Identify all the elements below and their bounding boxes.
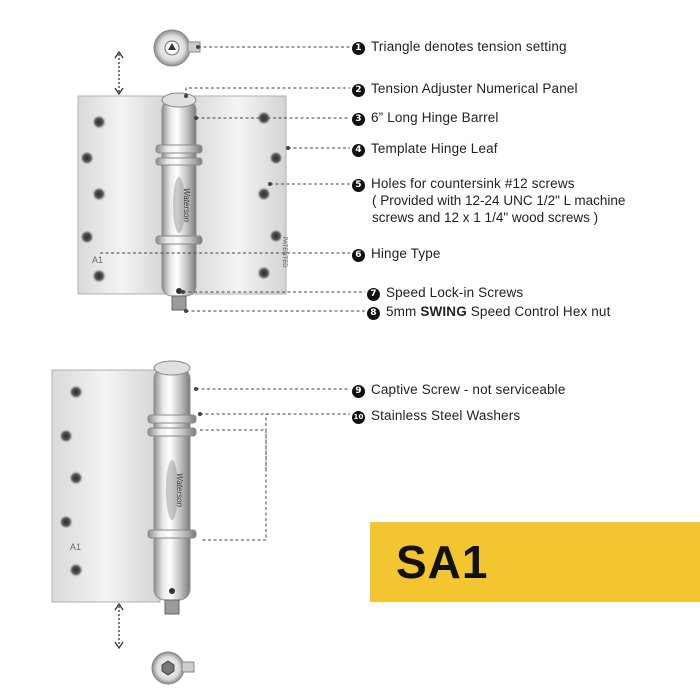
bottom-brand-oval [166,460,178,520]
leader-lines [100,46,365,541]
bottom-washer-1 [147,414,197,424]
callout-text-pre: 5mm [386,304,421,319]
callout-badge: 8 [367,307,380,320]
callout-text: Stainless Steel Washers [371,408,521,423]
double-arrow-icon [114,602,124,650]
top-washer-1 [155,144,203,154]
callout-text: Tension Adjuster Numerical Panel [371,81,578,96]
callout-text-bold: SWING [420,304,467,319]
bottom-hex-nut [164,599,180,615]
double-arrow-icon [114,50,124,96]
callout-text: Triangle denotes tension setting [371,39,567,54]
top-brand-oval [173,177,185,233]
bottom-hinge [51,360,197,615]
bottom-leaf [51,369,161,603]
callout-text: Template Hinge Leaf [371,141,498,156]
callout-4: 4 Template Hinge Leaf [352,140,498,157]
callout-text: 6” Long Hinge Barrel [371,110,499,125]
top-lockin-screw [176,288,182,294]
bottom-leaf-code: A1 [70,542,81,552]
callout-badge: 7 [367,288,380,301]
top-washer-2 [155,157,203,166]
callout-text: Holes for countersink #12 screws [371,176,575,191]
callout-text-post: Speed Control Hex nut [466,304,611,319]
top-template-leaf [189,95,287,295]
top-hinge [77,92,287,311]
callout-10: 10 Stainless Steel Washers [352,407,520,424]
model-label: SA1 [396,536,489,588]
top-leaf-code: A1 [92,255,103,265]
callout-badge: 10 [352,411,365,424]
bottom-washer-2 [147,427,197,437]
callout-9: 9 Captive Screw - not serviceable [352,381,565,398]
callout-text: Captive Screw - not serviceable [371,382,566,397]
callout-text: Speed Lock-in Screws [386,285,524,300]
callout-1: 1 Triangle denotes tension setting [352,38,567,55]
callout-badge: 3 [352,113,365,126]
callout-badge: 9 [352,385,365,398]
callout-badge: 6 [352,249,365,262]
callout-5-line2: ( Provided with 12-24 UNC 1/2" L machine [372,193,626,208]
top-right-holes [257,111,283,280]
top-hex-nut [171,295,187,311]
callout-8: 8 5mm SWING Speed Control Hex nut [367,303,611,320]
callout-badge: 4 [352,144,365,157]
callout-5: 5 Holes for countersink #12 screws [352,175,575,192]
top-patent-stamp: PATENTED [281,236,287,268]
callout-badge: 5 [352,179,365,192]
bottom-washer-3 [147,529,197,539]
callout-5-line3: screws and 12 x 1 1/4" wood screws ) [372,210,599,225]
callout-3: 3 6” Long Hinge Barrel [352,109,499,126]
leader-dots [181,45,290,416]
top-left-holes [80,115,106,283]
callout-7: 7 Speed Lock-in Screws [367,284,523,301]
callout-2: 2 Tension Adjuster Numerical Panel [352,80,578,97]
top-adjuster-panel [161,92,197,108]
hex-nut-icon [151,651,195,685]
top-brand-text: Waterson [182,188,191,223]
callout-badge: 2 [352,84,365,97]
callout-badge: 1 [352,42,365,55]
adjuster-dial-icon [153,29,201,67]
top-washer-3 [155,235,203,245]
callout-6: 6 Hinge Type [352,245,441,262]
bottom-lockin-screw [169,588,175,594]
model-badge: SA1 [370,522,700,602]
bottom-brand-text: Waterson [175,473,184,508]
bottom-adjuster-panel [153,360,191,376]
callout-text: Hinge Type [371,246,441,261]
bottom-holes [59,385,83,577]
